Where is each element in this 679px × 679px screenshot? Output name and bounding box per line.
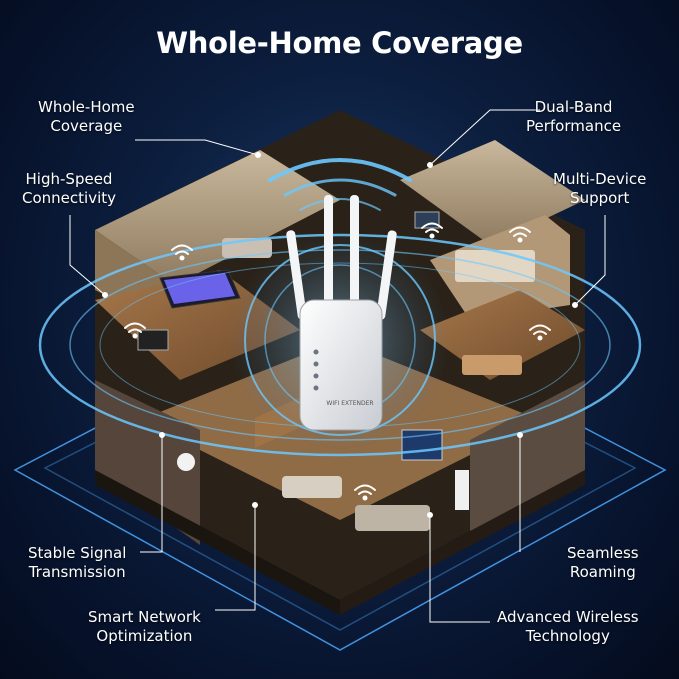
wifi-icon bbox=[421, 222, 443, 239]
bed bbox=[455, 250, 535, 282]
wifi-icon bbox=[124, 322, 146, 339]
living-sofa bbox=[282, 476, 342, 498]
wifi-icon bbox=[354, 484, 376, 501]
wifi-extender-device: WIFI EXTENDER bbox=[286, 195, 397, 431]
dining-table bbox=[462, 355, 522, 375]
living-sofa-2 bbox=[355, 505, 430, 531]
living-tv bbox=[401, 429, 443, 461]
wifi-icon bbox=[171, 244, 193, 261]
game-console bbox=[455, 470, 469, 510]
wifi-icon bbox=[529, 324, 551, 341]
device-brand-text: WIFI EXTENDER bbox=[326, 400, 373, 407]
laptop bbox=[137, 329, 169, 351]
wifi-icon bbox=[509, 226, 531, 243]
page-title: Whole-Home Coverage bbox=[156, 26, 523, 60]
wifi-icons bbox=[124, 222, 551, 501]
furniture bbox=[137, 211, 535, 531]
security-camera bbox=[177, 453, 195, 471]
callout-lines bbox=[69, 109, 606, 623]
